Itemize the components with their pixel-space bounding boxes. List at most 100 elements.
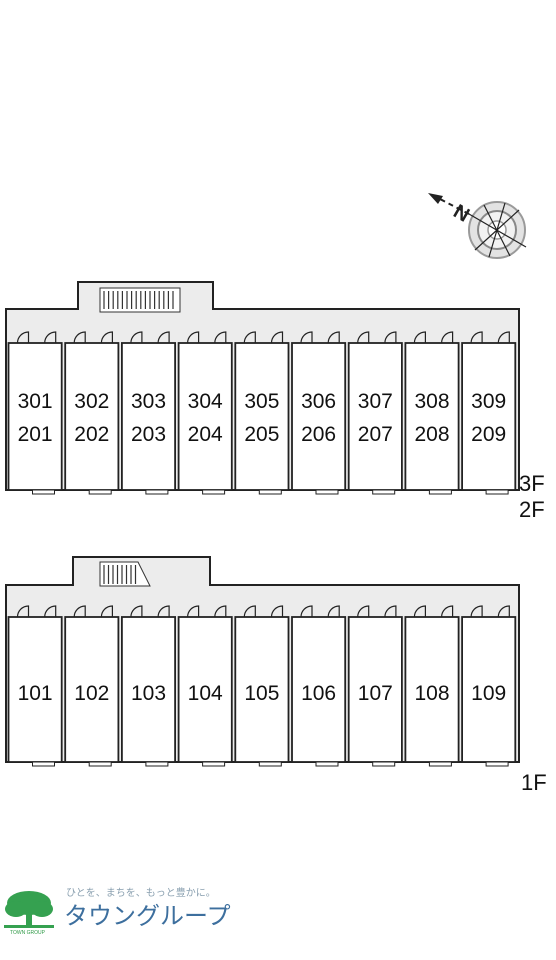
unit-cell xyxy=(234,616,290,763)
upper-building: 3012013022023032033042043052053062063072… xyxy=(5,281,520,495)
door-icon xyxy=(214,331,227,344)
door-icon xyxy=(441,605,454,618)
door-icon xyxy=(497,331,510,344)
unit-number-3f: 303 xyxy=(131,390,166,413)
balcony xyxy=(202,761,226,767)
door-icon xyxy=(327,331,340,344)
unit-cell xyxy=(461,342,517,491)
door-icon xyxy=(73,331,86,344)
balcony xyxy=(315,761,339,767)
unit-number-3f: 307 xyxy=(358,390,393,413)
unit-number-2f: 208 xyxy=(414,423,449,446)
balcony xyxy=(88,761,112,767)
logo-name: タウングループ xyxy=(64,903,231,930)
floor-label-3f: 3F xyxy=(519,471,545,496)
unit-number-1f: 102 xyxy=(74,682,109,705)
unit-cell xyxy=(291,342,347,491)
door-icon xyxy=(44,605,57,618)
unit-number-1f: 107 xyxy=(358,682,393,705)
unit-cell xyxy=(404,616,460,763)
door-icon xyxy=(300,605,313,618)
logo-small-text: TOWN GROUP xyxy=(10,930,46,936)
door-icon xyxy=(300,331,313,344)
unit-cell xyxy=(121,342,177,491)
door-icon xyxy=(270,331,284,344)
balcony xyxy=(258,761,282,767)
logo-tagline: ひとを、まちを、もっと豊かに。 xyxy=(66,886,216,899)
door-icon xyxy=(243,331,256,344)
door-icon xyxy=(73,605,86,618)
balcony xyxy=(145,489,169,495)
door-icon xyxy=(243,605,256,618)
unit-cell xyxy=(291,616,347,763)
unit-number-3f: 301 xyxy=(18,390,53,413)
unit-number-1f: 108 xyxy=(414,682,449,705)
unit-number-2f: 202 xyxy=(74,423,109,446)
door-icon xyxy=(441,331,454,344)
door-icon xyxy=(44,331,57,344)
unit-cell xyxy=(177,616,233,763)
balcony xyxy=(32,489,55,495)
unit-number-1f: 104 xyxy=(188,682,223,705)
door-icon xyxy=(384,605,397,618)
unit-number-2f: 206 xyxy=(301,423,336,446)
unit-cell xyxy=(64,342,120,491)
company-logo: TOWN GROUP ひとを、まちを、もっと豊かに。 タウングループ xyxy=(4,886,231,942)
unit-cell xyxy=(234,342,290,491)
balcony xyxy=(428,489,452,495)
door-icon xyxy=(413,605,426,618)
door-icon xyxy=(270,605,284,618)
unit-number-3f: 306 xyxy=(301,390,336,413)
balcony xyxy=(258,489,282,495)
door-icon xyxy=(497,605,510,618)
door-icon xyxy=(413,331,426,344)
door-icon xyxy=(470,605,483,618)
door-icon xyxy=(357,331,370,344)
unit-number-3f: 304 xyxy=(188,390,223,413)
door-icon xyxy=(187,605,200,618)
unit-number-2f: 209 xyxy=(471,423,506,446)
balcony xyxy=(372,761,396,767)
balcony xyxy=(88,489,112,495)
door-icon xyxy=(130,605,143,618)
unit-cell xyxy=(347,616,403,763)
unit-number-2f: 204 xyxy=(188,423,223,446)
unit-number-2f: 201 xyxy=(18,423,53,446)
stairs-icon xyxy=(99,287,181,313)
unit-number-3f: 305 xyxy=(244,390,279,413)
balcony xyxy=(32,761,55,767)
door-icon xyxy=(130,331,143,344)
floor-label-1f: 1F xyxy=(521,770,547,795)
balcony xyxy=(145,761,169,767)
door-icon xyxy=(157,331,170,344)
unit-number-2f: 205 xyxy=(244,423,279,446)
compass-icon: N xyxy=(428,193,527,259)
door-icon xyxy=(157,605,170,618)
balcony xyxy=(485,761,509,767)
door-icon xyxy=(470,331,483,344)
balcony xyxy=(428,761,452,767)
balcony xyxy=(315,489,339,495)
door-icon xyxy=(327,605,340,618)
balcony xyxy=(202,489,226,495)
door-icon xyxy=(357,605,370,618)
unit-cell xyxy=(7,342,63,491)
unit-number-3f: 308 xyxy=(414,390,449,413)
unit-number-1f: 109 xyxy=(471,682,506,705)
tree-logo-icon xyxy=(4,891,54,942)
door-icon xyxy=(384,331,397,344)
unit-number-2f: 203 xyxy=(131,423,166,446)
unit-number-2f: 207 xyxy=(358,423,393,446)
door-icon xyxy=(214,605,227,618)
door-icon xyxy=(187,331,200,344)
door-icon xyxy=(16,331,30,344)
balcony xyxy=(485,489,509,495)
unit-number-1f: 103 xyxy=(131,682,166,705)
unit-number-3f: 309 xyxy=(471,390,506,413)
stairs-icon xyxy=(99,561,151,587)
door-icon xyxy=(100,331,113,344)
door-icon xyxy=(16,605,30,618)
balcony xyxy=(372,489,396,495)
floor-label-2f: 2F xyxy=(519,497,545,522)
